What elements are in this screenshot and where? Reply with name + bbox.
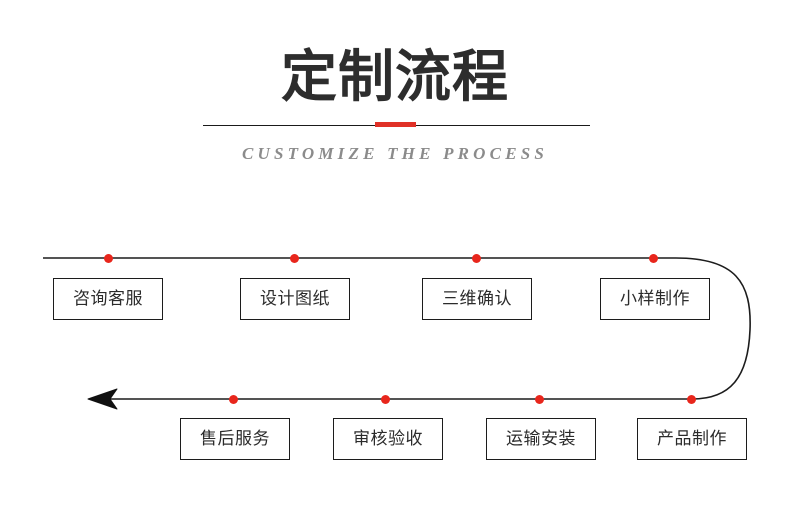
page-subtitle: CUSTOMIZE THE PROCESS <box>241 144 549 163</box>
flow-step-3d-confirm[interactable]: 三维确认 <box>422 278 532 320</box>
flow-step-label: 审核验收 <box>353 429 423 449</box>
flow-step-product-production[interactable]: 产品制作 <box>637 418 747 460</box>
flow-dot-bottom-4 <box>228 394 238 404</box>
flow-dot-top-4 <box>648 253 658 263</box>
flow-arrow-left-icon <box>87 388 118 410</box>
title-divider-accent <box>375 122 416 127</box>
flow-step-label: 三维确认 <box>442 289 512 309</box>
flow-step-label: 咨询客服 <box>73 289 143 309</box>
flow-dot-bottom-1 <box>686 394 696 404</box>
flow-step-label: 设计图纸 <box>260 289 330 309</box>
flow-dot-bottom-2 <box>534 394 544 404</box>
flow-step-after-sales-service[interactable]: 售后服务 <box>180 418 290 460</box>
flow-dot-top-1 <box>103 253 113 263</box>
flow-step-design-drawing[interactable]: 设计图纸 <box>240 278 350 320</box>
flow-step-label: 售后服务 <box>200 429 270 449</box>
flow-dot-bottom-3 <box>380 394 390 404</box>
flow-step-sample-making[interactable]: 小样制作 <box>600 278 710 320</box>
flow-dot-top-2 <box>289 253 299 263</box>
page-title: 定制流程 <box>281 45 509 110</box>
flow-step-review-acceptance[interactable]: 审核验收 <box>333 418 443 460</box>
flow-line-uturn-arc <box>675 257 751 400</box>
flow-dot-top-3 <box>471 253 481 263</box>
flow-step-label: 产品制作 <box>657 429 727 449</box>
flow-step-label: 小样制作 <box>620 289 690 309</box>
flow-step-consult-service[interactable]: 咨询客服 <box>53 278 163 320</box>
page-header: 定制流程 CUSTOMIZE THE PROCESS <box>0 0 790 180</box>
flow-step-label: 运输安装 <box>506 429 576 449</box>
flow-step-transport-install[interactable]: 运输安装 <box>486 418 596 460</box>
